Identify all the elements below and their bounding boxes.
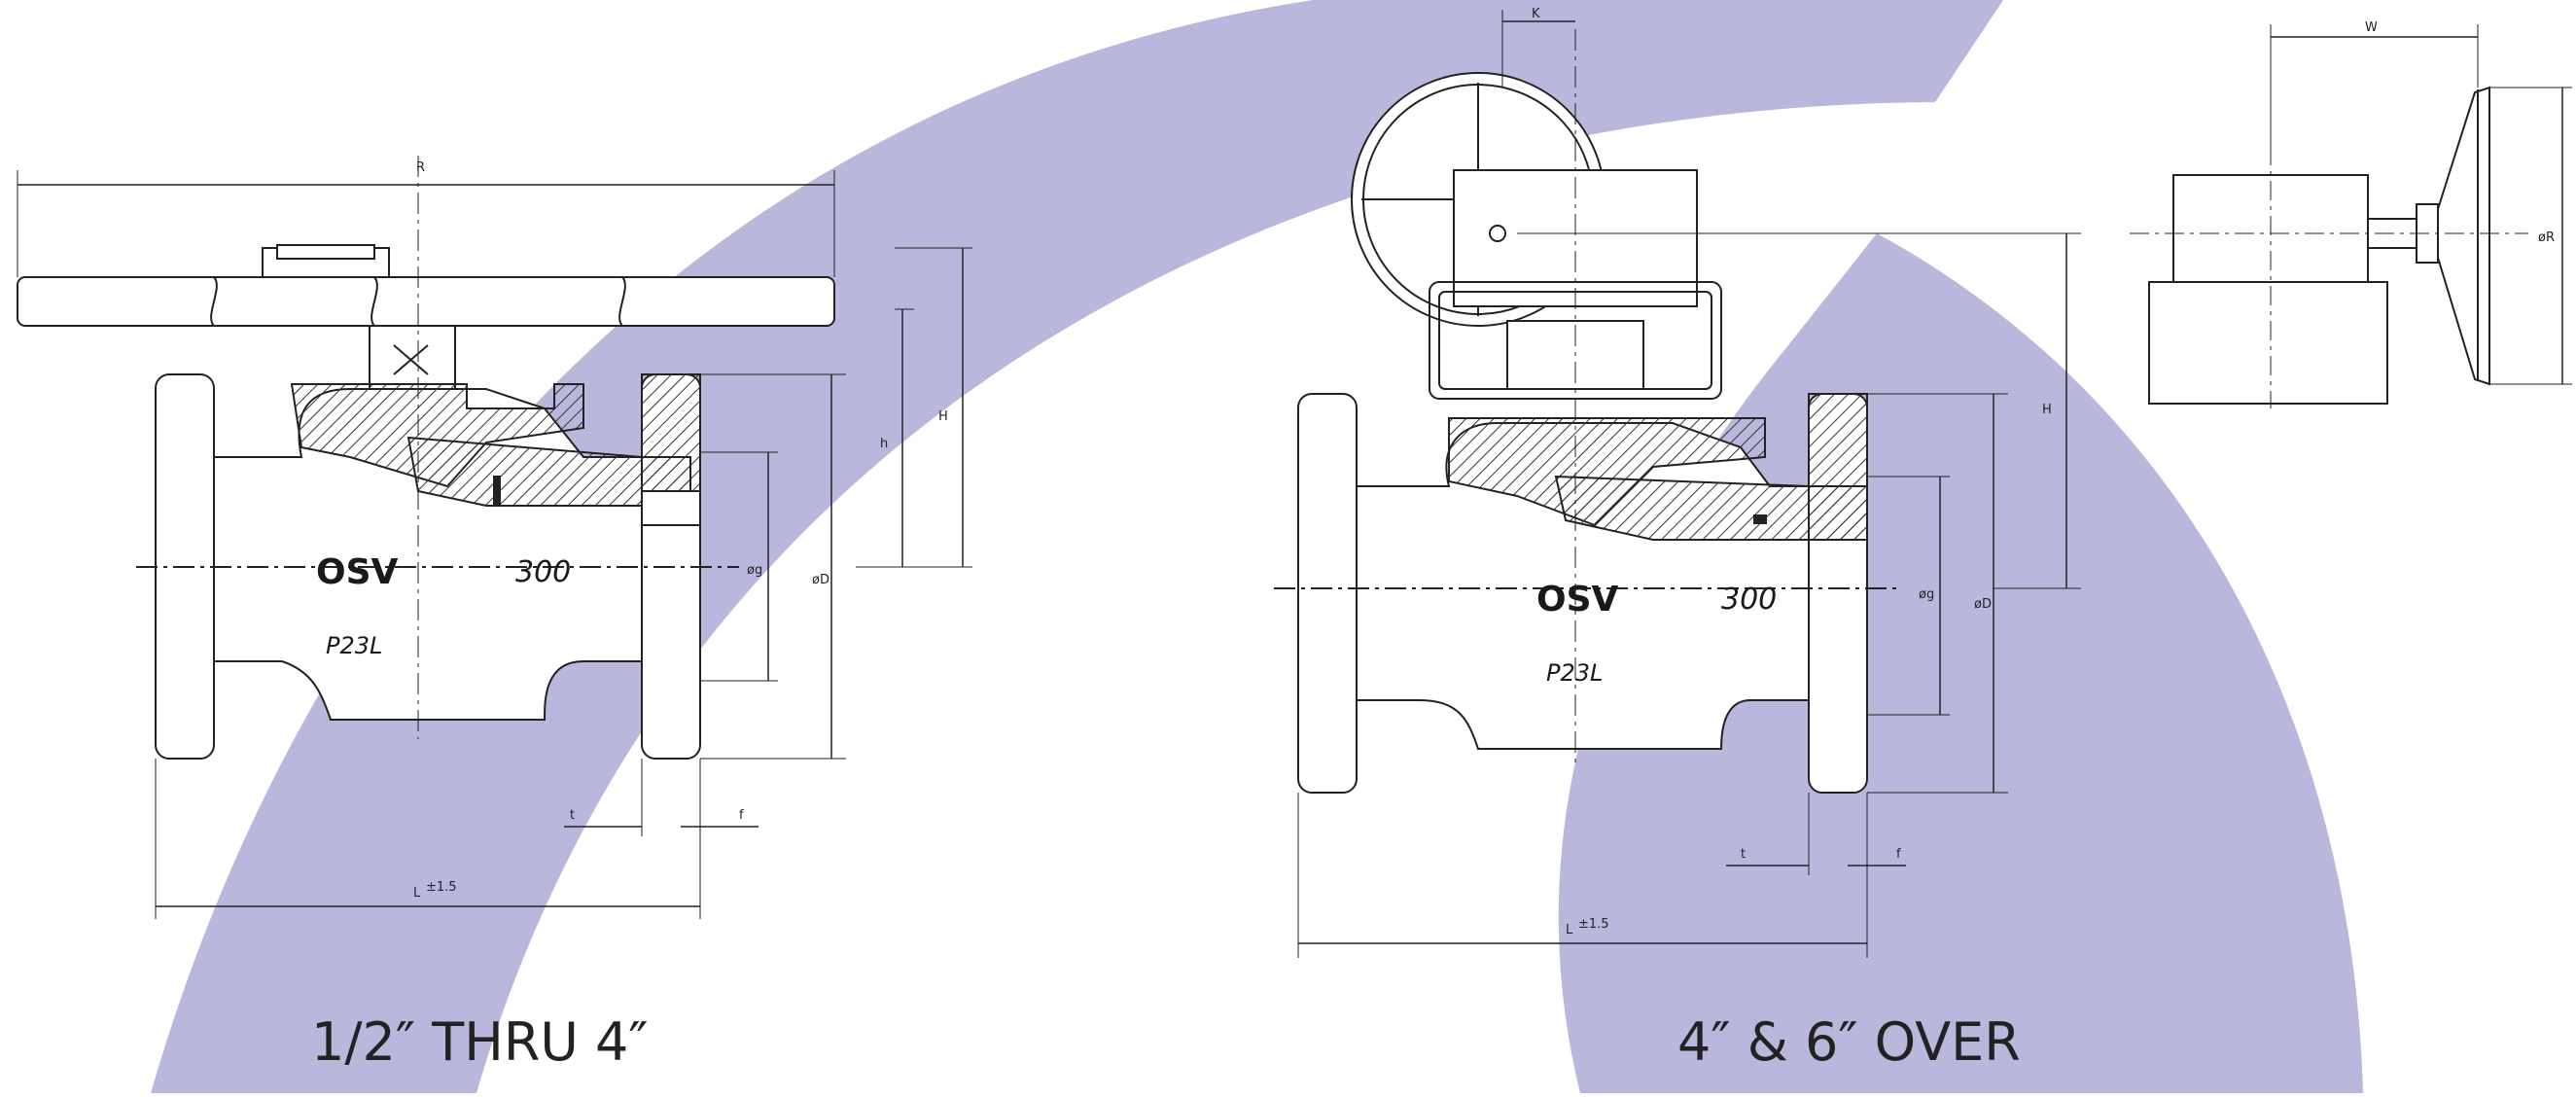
right-valve-drawing [1274, 10, 2081, 958]
dim-f-label: f [739, 808, 744, 823]
right-brand-label: OSV [1536, 580, 1619, 619]
dim-R-label: R [416, 160, 425, 175]
caption-left: 1/2″ THRU 4″ [311, 1011, 649, 1073]
dim-R-side-label: øR [2538, 230, 2555, 245]
side-view-drawing [2130, 24, 2572, 408]
dim-g-label: øg [747, 563, 762, 578]
right-model-label: P23L [1546, 659, 1603, 687]
bonnet-section [290, 383, 584, 488]
side-gearbox-base [2148, 281, 2388, 405]
left-brand-label: OSV [316, 552, 399, 592]
left-rating-label: 300 [515, 555, 571, 589]
right-valve-left-flange [1297, 393, 1358, 794]
dim-L-right-label: L [1566, 923, 1573, 938]
dim-L-label: L [413, 886, 421, 901]
dim-g-right-label: øg [1919, 587, 1934, 602]
dim-f-right-label: f [1896, 847, 1901, 862]
gearbox [1453, 169, 1698, 307]
dim-W-label: W [2365, 20, 2378, 35]
left-valve-drawing [17, 156, 972, 919]
dim-h-label: h [880, 437, 888, 451]
left-valve-labels: OSV 300 P23L R H h øg øD t f L ±1.5 [316, 160, 948, 901]
caption-right: 4″ & 6″ OVER [1677, 1011, 2021, 1073]
left-model-label: P23L [326, 632, 382, 659]
dim-t-right-label: t [1741, 847, 1746, 862]
side-view-labels: W øR [2365, 20, 2555, 245]
dim-K-label: K [1532, 7, 1540, 21]
right-valve-labels: OSV 300 P23L K H øg øD t f L ±1.5 [1532, 7, 2052, 938]
dim-L-tol-label: ±1.5 [426, 880, 457, 895]
dim-H-label: H [938, 409, 948, 424]
dim-t-label: t [570, 808, 575, 823]
dim-L-right-tol-label: ±1.5 [1578, 917, 1609, 932]
dim-D-label: øD [812, 573, 829, 587]
dim-D-right-label: øD [1974, 597, 1992, 612]
lever-handle [17, 276, 835, 327]
dim-H-right-label: H [2042, 403, 2052, 417]
right-rating-label: 300 [1721, 583, 1777, 617]
side-handwheel [2437, 86, 2490, 386]
